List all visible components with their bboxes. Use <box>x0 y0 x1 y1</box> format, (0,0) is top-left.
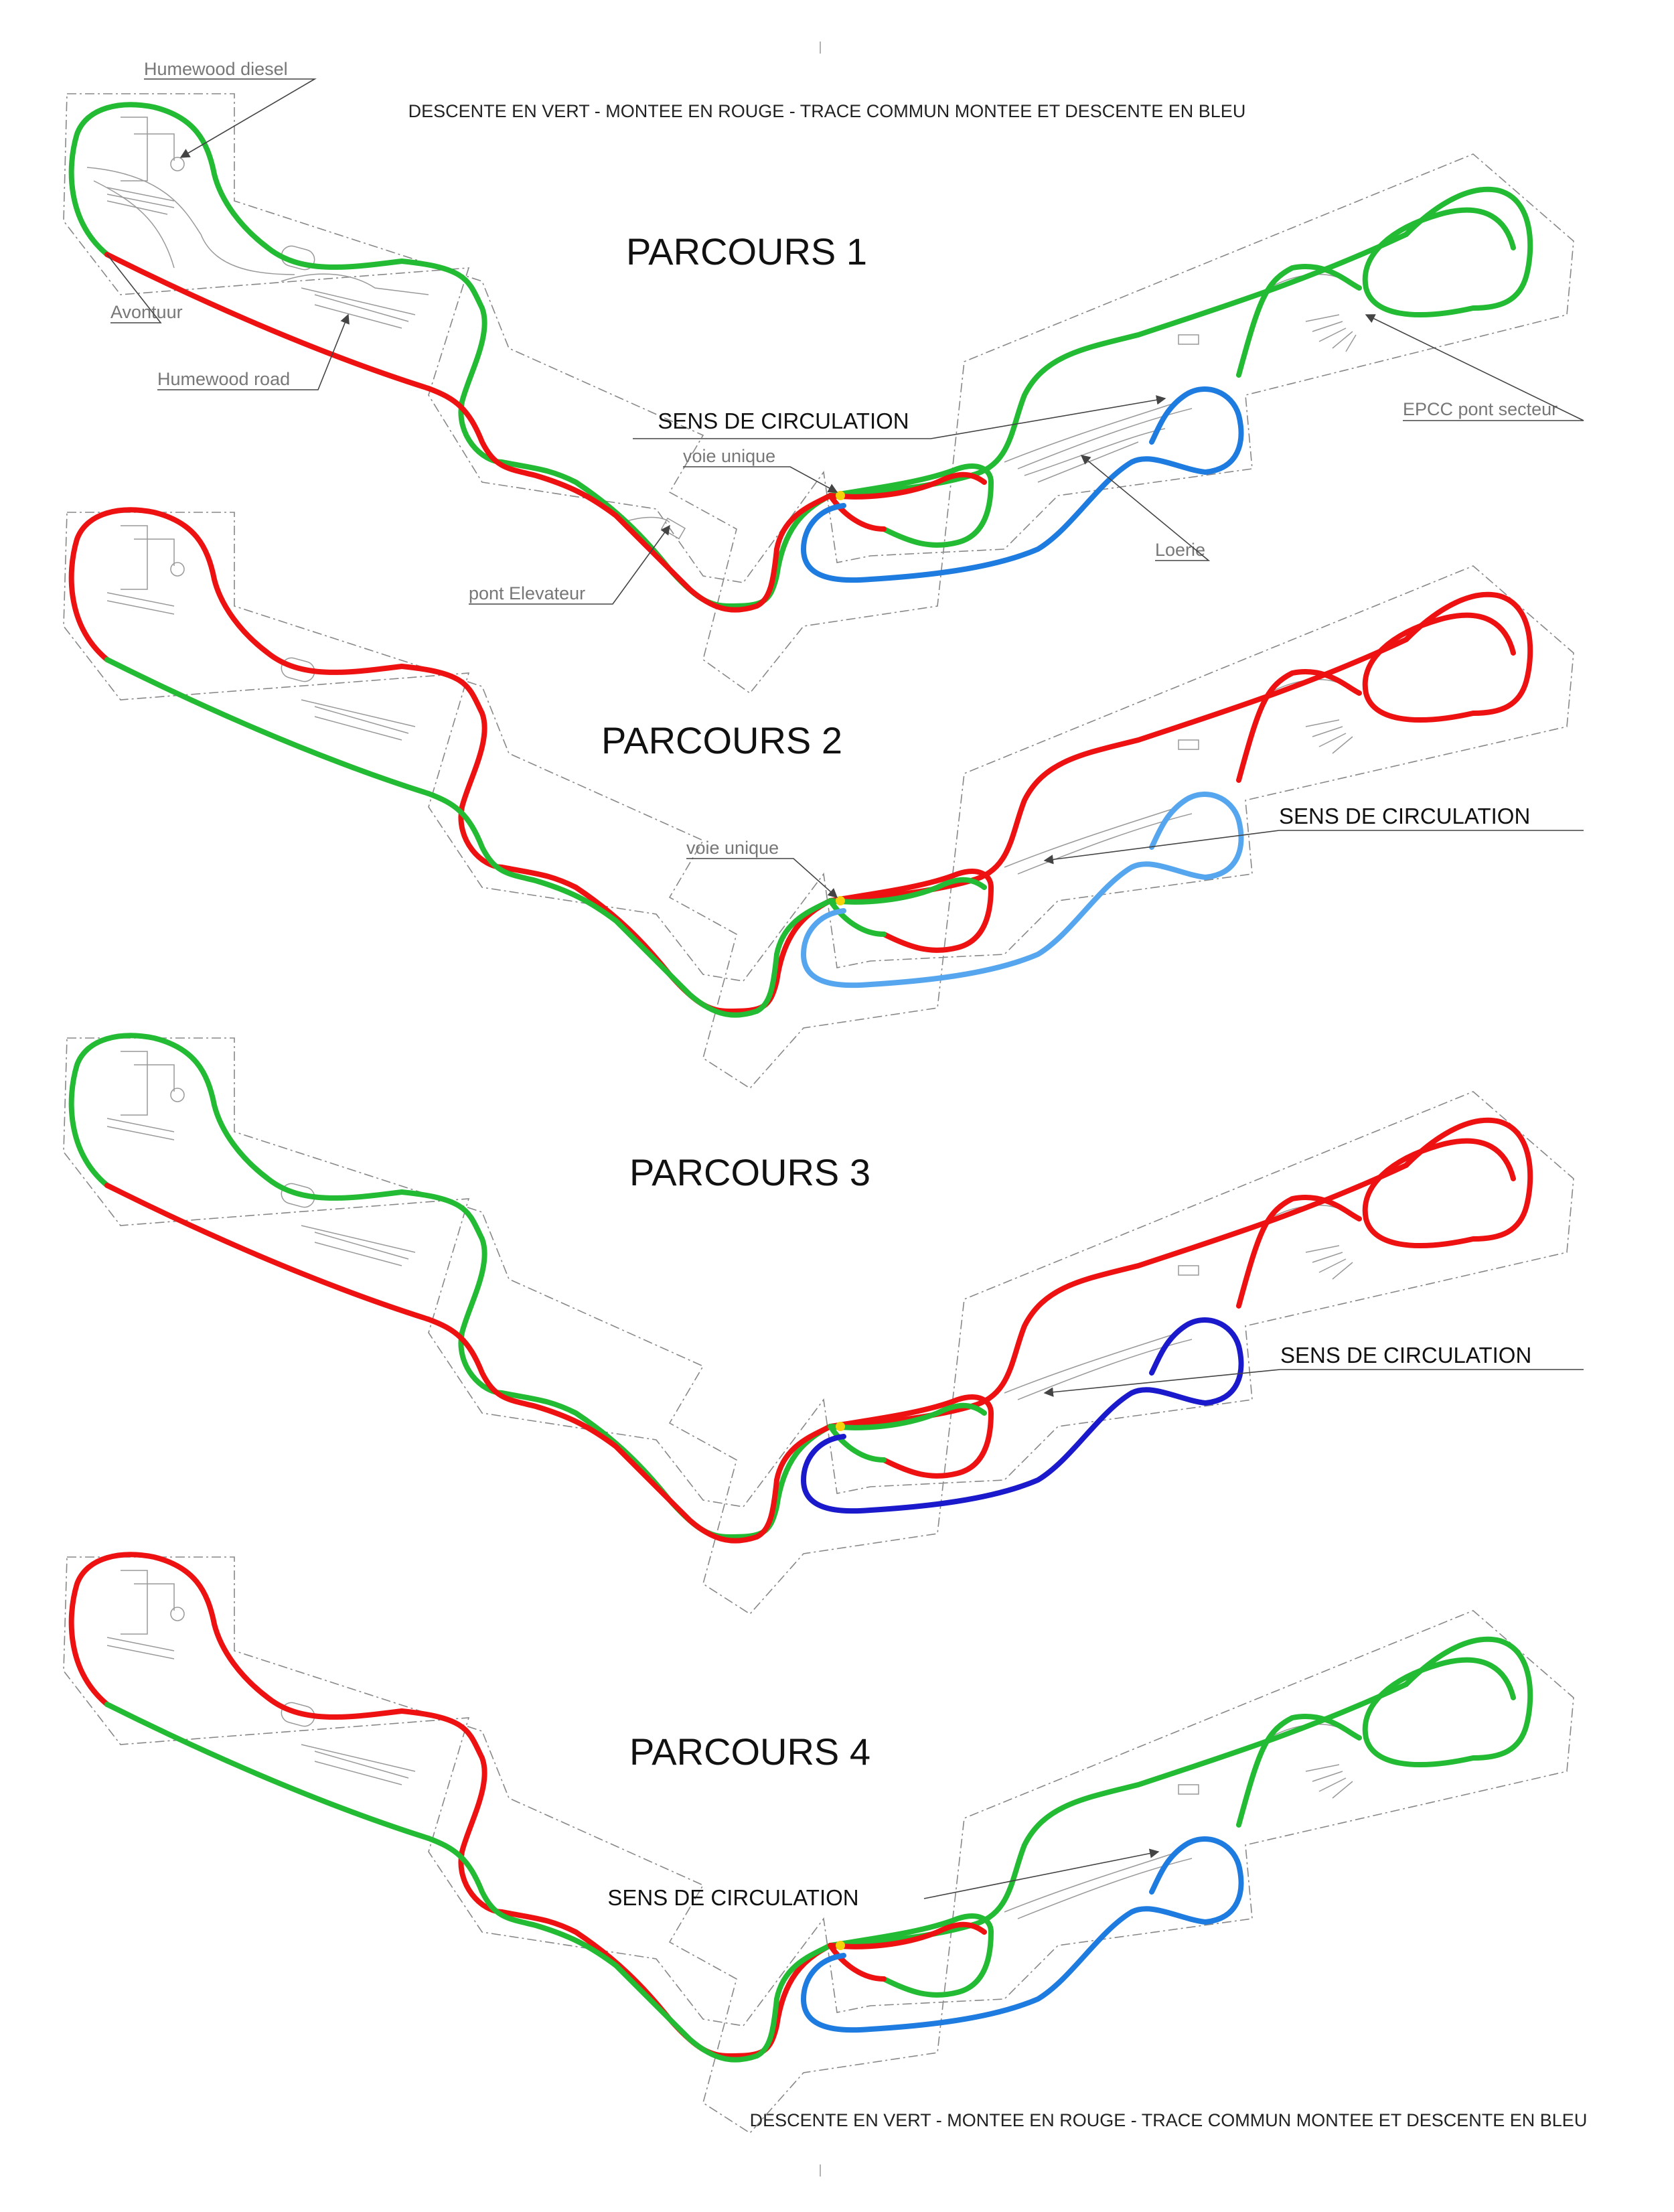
track-lower-left <box>104 252 833 613</box>
track-right-main <box>828 1682 1409 1948</box>
background-tracks <box>106 525 1353 875</box>
label-loerie: Loerie <box>1155 540 1205 560</box>
track-right-loop <box>1236 1636 1533 1828</box>
track-inner-b <box>828 1921 987 1982</box>
track-lower-left <box>104 657 833 1018</box>
track-inner-a <box>828 1394 994 1479</box>
track-right-loop <box>1236 1117 1533 1309</box>
parcours-1-diagram: PARCOURS 1 <box>63 59 1584 694</box>
track-lower-left <box>104 1183 833 1544</box>
parcours-2-diagram: PARCOURS 2 SENS DE CIRCULATION voie uniq… <box>63 507 1584 1090</box>
track-inner-a <box>828 869 994 953</box>
label-voie-unique: voie unique <box>686 838 779 858</box>
label-pont-elevateur: pont Elevateur <box>469 583 585 603</box>
track-upper-left <box>68 1552 833 2059</box>
single-track-marker <box>836 491 845 500</box>
track-right-loop <box>1236 591 1533 783</box>
track-inner-b <box>828 877 987 937</box>
track-right-main <box>828 637 1409 903</box>
label-humewood-road: Humewood road <box>157 369 290 389</box>
track-blue-loop <box>801 792 1244 988</box>
background-tracks <box>86 117 1357 540</box>
track-inner-b <box>828 1402 987 1463</box>
parcours-title: PARCOURS 3 <box>629 1151 870 1193</box>
label-humewood-diesel: Humewood diesel <box>144 59 288 79</box>
single-track-marker <box>836 1422 845 1431</box>
track-upper-left <box>68 1033 833 1540</box>
sens-label: SENS DE CIRCULATION <box>1279 804 1530 828</box>
parcours-title: PARCOURS 2 <box>601 719 842 761</box>
legend-bottom: DESCENTE EN VERT - MONTEE EN ROUGE - TRA… <box>750 2110 1588 2130</box>
parcours-4-diagram: PARCOURS 4 SENS DE CIRCULATION <box>63 1552 1574 2134</box>
track-inner-a <box>828 1913 994 1998</box>
track-inner-b <box>828 471 987 532</box>
label-voie-unique: voie unique <box>683 446 775 466</box>
single-track-marker <box>836 896 845 905</box>
track-blue-loop <box>801 1317 1244 1514</box>
parcours-3-diagram: PARCOURS 3 SENS DE CIRCULATION <box>63 1033 1584 1615</box>
track-blue-loop <box>801 1836 1244 2033</box>
single-track-marker <box>836 1941 845 1950</box>
sens-label: SENS DE CIRCULATION <box>607 1885 858 1910</box>
parcours-title: PARCOURS 4 <box>629 1730 870 1773</box>
sens-label: SENS DE CIRCULATION <box>658 409 909 433</box>
track-lower-left <box>104 1702 833 2063</box>
track-inner-a <box>828 463 994 548</box>
sens-label: SENS DE CIRCULATION <box>1280 1343 1531 1368</box>
track-right-main <box>828 232 1409 498</box>
track-upper-left <box>68 102 833 609</box>
label-epcc-pont-secteur: EPCC pont secteur <box>1403 399 1557 419</box>
parcours-title: PARCOURS 1 <box>626 230 867 273</box>
legend-top: DESCENTE EN VERT - MONTEE EN ROUGE - TRA… <box>408 101 1246 121</box>
track-right-main <box>828 1163 1409 1429</box>
track-right-loop <box>1236 186 1533 378</box>
baseboard-outline <box>63 93 1574 694</box>
track-blue-loop <box>801 386 1244 583</box>
